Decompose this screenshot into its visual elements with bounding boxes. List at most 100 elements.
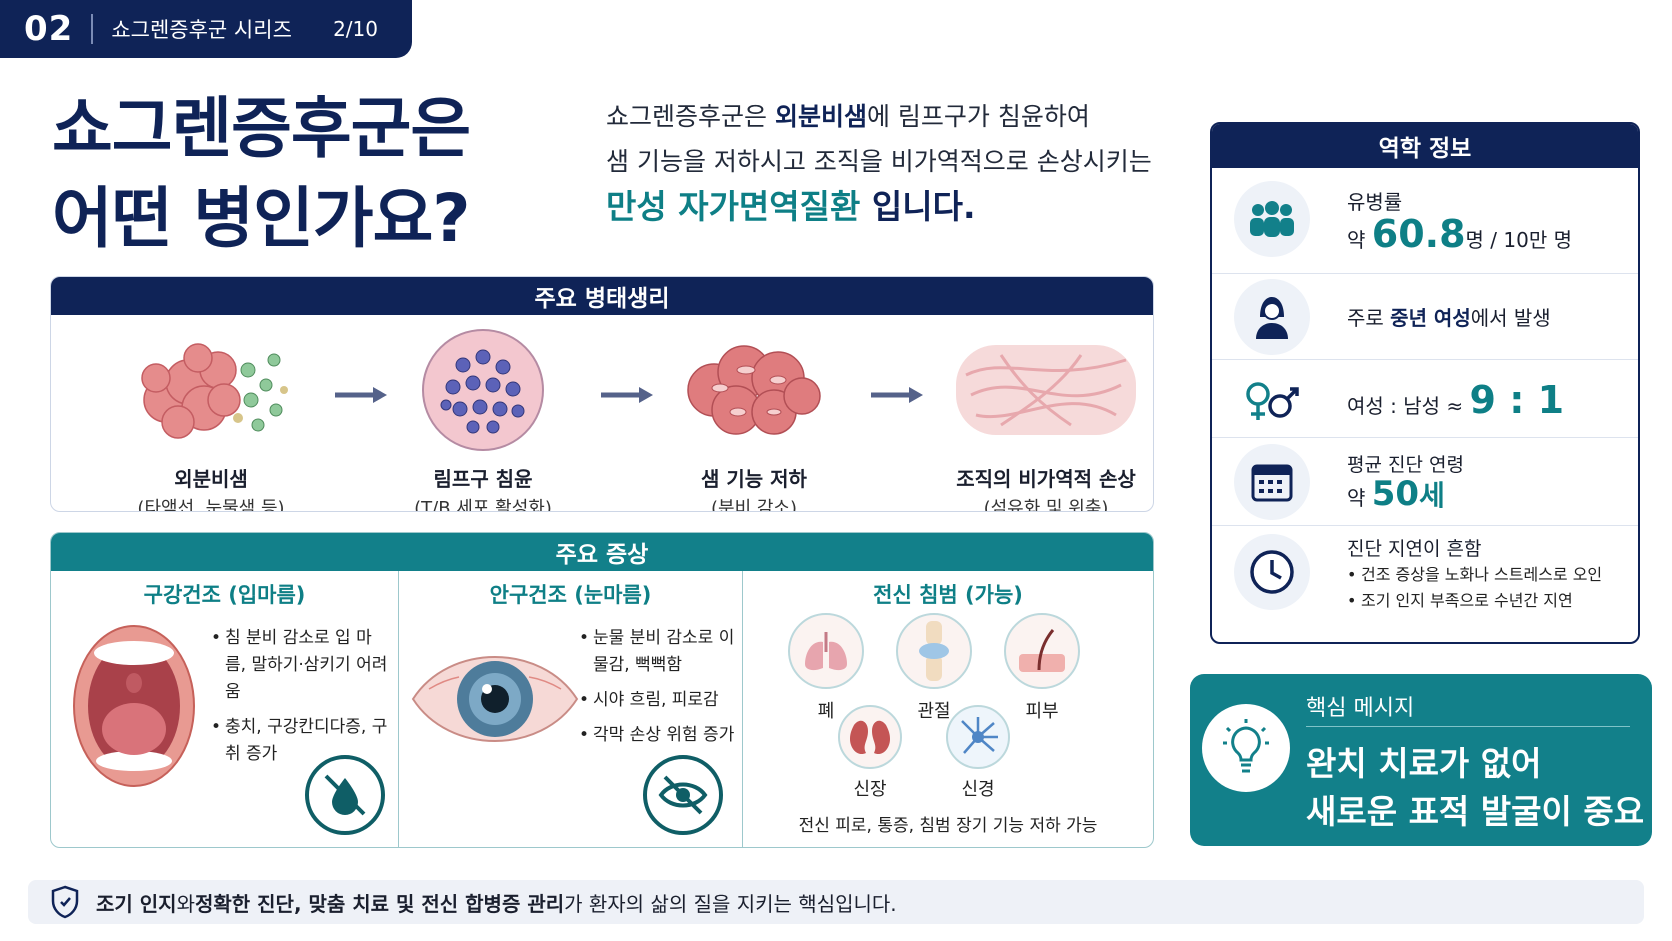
step-fibrosis: 조직의 비가역적 손상 (섬유화 및 위축) [921, 325, 1153, 512]
footer-bold-1: 조기 인지 [96, 891, 177, 916]
footer-text-1: 와 [176, 891, 195, 916]
lung-icon [788, 613, 864, 689]
list-item: 건조 증상을 노화나 스트레스로 오인 [1347, 562, 1602, 588]
eye-title: 안구건조 (눈마름) [489, 583, 652, 607]
intro-highlight: 만성 자가면역질환 [606, 187, 861, 226]
series-tab: 02 쇼그렌증후군 시리즈 2/10 [0, 0, 412, 58]
eye-icon [411, 656, 579, 742]
age-unit: 세 [1419, 479, 1445, 512]
step-sub: (타액선, 눈물샘 등) [137, 498, 285, 512]
core-message-line-2: 새로운 표적 발굴이 중요 [1306, 792, 1645, 831]
delay-bullets: 건조 증상을 노화나 스트레스로 오인 조기 인지 부족으로 수년간 지연 [1347, 562, 1602, 614]
calendar-icon [1234, 444, 1310, 520]
organ-kidney: 신장 [825, 705, 915, 801]
oral-dryness-column: 구강건조 (입마름) 침 분비 감소로 입 마름, 말하기·삼키기 어려움 충치… [51, 571, 399, 847]
organ-joint: 관절 [889, 613, 979, 723]
eye-dryness-column: 안구건조 (눈마름) 눈물 분비 감소로 이물감, 뻑뻑함 시야 흐림, 피로감… [399, 571, 743, 847]
core-message-card: 핵심 메시지 완치 치료가 없어 새로운 표적 발굴이 중요 [1190, 674, 1652, 846]
step-title: 조직의 비가역적 손상 [956, 467, 1136, 491]
mouth-icon [73, 625, 195, 787]
arrow-icon [871, 387, 923, 403]
prevalence-unit: 명 / 10만 명 [1465, 228, 1572, 252]
step-sub: (T/B 세포 활성화) [414, 498, 552, 512]
step-gland: 외분비샘 (타액선, 눈물샘 등) [96, 325, 326, 512]
footer-text-2: 가 환자의 삶의 질을 지키는 핵심입니다. [564, 891, 897, 916]
fibrosis-icon [921, 325, 1153, 455]
step-lymphocyte: 림프구 침윤 (T/B 세포 활성화) [368, 325, 598, 512]
intro-p1: 쇼그렌증후군은 [606, 102, 775, 131]
prevalence-value: 60.8 [1371, 212, 1466, 256]
organ-label: 폐 [817, 701, 835, 722]
organ-nerve: 신경 [933, 705, 1023, 801]
woman-icon [1234, 279, 1310, 355]
list-item: 침 분비 감소로 입 마름, 말하기·삼키기 어려움 [211, 625, 391, 706]
oral-title: 구강건조 (입마름) [143, 583, 306, 607]
pathophysiology-header: 주요 병태생리 [51, 277, 1153, 315]
core-message-line-1: 완치 치료가 없어 [1306, 744, 1542, 783]
no-saliva-icon [305, 755, 385, 835]
skin-icon [1004, 613, 1080, 689]
organ-label: 피부 [1025, 701, 1059, 722]
series-number: 02 [24, 9, 74, 49]
step-sub: (섬유화 및 위축) [983, 498, 1109, 512]
title-line-1: 쇼그렌증후군은 [52, 90, 471, 167]
list-item: 시야 흐림, 피로감 [579, 687, 739, 714]
symptoms-header: 주요 증상 [51, 533, 1153, 571]
diagnosis-delay-row: 진단 지연이 흔함 건조 증상을 노화나 스트레스로 오인 조기 인지 부족으로… [1212, 526, 1638, 622]
step-damaged-gland: 샘 기능 저하 (분비 감소) [639, 325, 869, 512]
prevalence-prefix: 약 [1347, 228, 1372, 252]
list-item: 조기 인지 부족으로 수년간 지연 [1347, 588, 1602, 614]
gender-suffix: 에서 발생 [1470, 306, 1551, 330]
age-value: 50 [1371, 474, 1420, 514]
page-title: 쇼그렌증후군은 어떤 병인가요? [52, 84, 612, 264]
step-sub: (분비 감소) [710, 498, 797, 512]
no-eye-icon [643, 755, 723, 835]
arrow-icon [601, 387, 653, 403]
core-divider [1306, 726, 1630, 727]
ratio-label: 여성 : 남성 ≈ [1347, 394, 1470, 418]
list-item: 각막 손상 위험 증가 [579, 722, 739, 749]
step-title: 샘 기능 저하 [701, 467, 807, 491]
gland-icon [96, 325, 326, 455]
organ-lung: 폐 [781, 613, 871, 723]
page-indicator: 2/10 [333, 17, 378, 41]
lightbulb-icon [1202, 704, 1290, 792]
age-label: 평균 진단 연령 [1347, 454, 1464, 476]
title-line-2: 어떤 병인가요? [52, 180, 471, 257]
kidney-icon [838, 705, 902, 769]
joint-icon [896, 613, 972, 689]
gender-group-row: 주로 중년 여성에서 발생 [1212, 274, 1638, 360]
organ-skin: 피부 [997, 613, 1087, 723]
systemic-column: 전신 침범 (가능) 폐 관절 피부 신장 신경 전신 피로, 통증, 침범 [743, 571, 1153, 847]
clock-icon [1234, 534, 1310, 610]
step-title: 외분비샘 [174, 467, 248, 491]
symptoms-panel: 주요 증상 구강건조 (입마름) 침 분비 감소로 입 마름, 말하기·삼키기 … [50, 532, 1154, 848]
organ-label: 관절 [917, 701, 951, 722]
ratio-value: 9 : 1 [1469, 378, 1565, 422]
gender-icon [1234, 362, 1310, 438]
eye-bullets: 눈물 분비 감소로 이물감, 뻑뻑함 시야 흐림, 피로감 각막 손상 위험 증… [579, 625, 739, 757]
step-title: 림프구 침윤 [433, 467, 533, 491]
damaged-gland-icon [639, 325, 869, 455]
footer-bold-2: 정확한 진단, 맞춤 치료 및 전신 합병증 관리 [194, 891, 565, 916]
intro-p2: 샘 기능을 저하시고 조직을 비가역적으로 손상시키는 [606, 147, 1152, 176]
gender-prefix: 주로 [1347, 306, 1391, 330]
lymphocyte-icon [368, 325, 598, 455]
neuron-icon [946, 705, 1010, 769]
arrow-icon [335, 387, 387, 403]
gender-ratio-row: 여성 : 남성 ≈ 9 : 1 [1212, 360, 1638, 438]
intro-p1-bold: 외분비샘 [774, 102, 867, 131]
organ-label: 신장 [853, 779, 887, 800]
gender-bold: 중년 여성 [1390, 306, 1471, 330]
prevalence-row: 유병률 약 60.8명 / 10만 명 [1212, 168, 1638, 274]
series-name: 쇼그렌증후군 시리즈 [111, 18, 292, 42]
people-icon [1234, 181, 1310, 257]
prevalence-label: 유병률 [1347, 190, 1403, 214]
shield-icon [50, 885, 80, 919]
epidemiology-header: 역학 정보 [1212, 124, 1638, 168]
intro-p1-rest: 에 림프구가 침윤하여 [866, 102, 1090, 131]
systemic-title: 전신 침범 (가능) [873, 583, 1023, 607]
tab-divider [91, 14, 94, 44]
list-item: 충치, 구강칸디다증, 구취 증가 [211, 714, 391, 768]
